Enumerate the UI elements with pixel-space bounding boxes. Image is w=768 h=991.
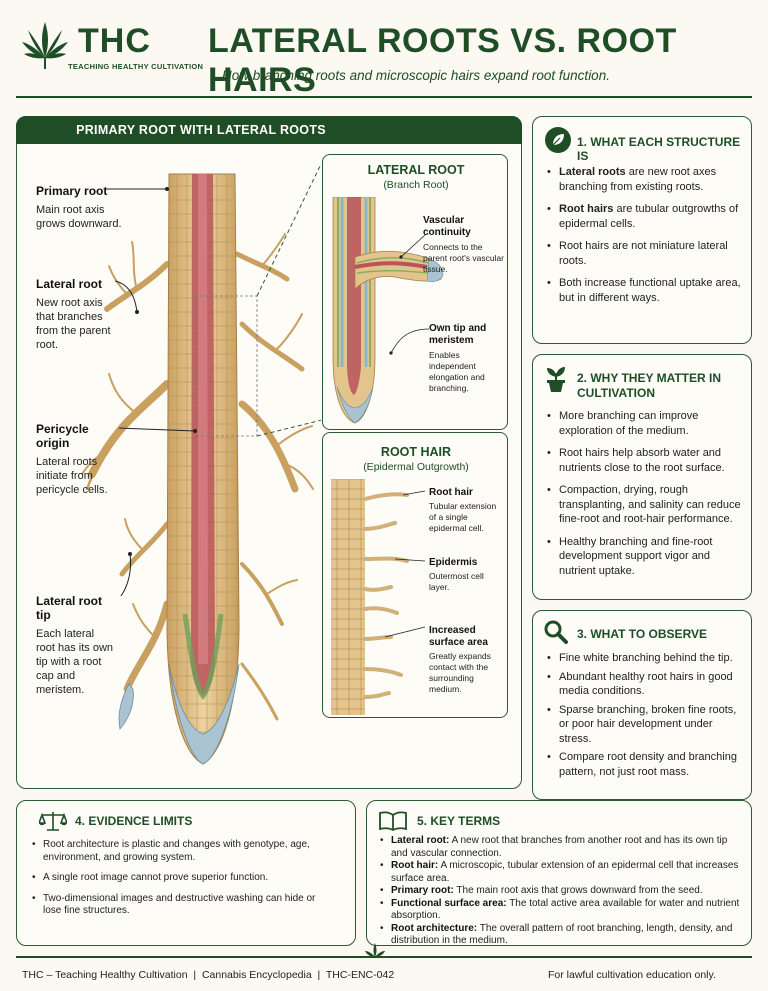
- list-item: Compaction, drying, rough transplanting,…: [545, 483, 745, 527]
- label-title: Primary root: [36, 184, 108, 198]
- list-item: Two-dimensional images and destructive w…: [31, 893, 331, 918]
- list-item: Abundant healthy root hairs in good medi…: [545, 670, 745, 699]
- label-epidermis: Epidermis Outermost cell layer.: [429, 557, 505, 593]
- card-list: More branching can improve exploration o…: [545, 409, 745, 586]
- label-desc: Lateral roots initiate from pericycle ce…: [36, 456, 108, 496]
- list-item: Both increase functional uptake area, bu…: [545, 276, 741, 305]
- card-title: 2. WHY THEY MATTER IN CULTIVATION: [577, 371, 722, 400]
- list-item: Primary root: The main root axis that gr…: [379, 885, 741, 898]
- list-item: Sparse branching, broken fine roots, or …: [545, 703, 745, 747]
- label-increased-surface-area: Increased surface area Greatly expands c…: [429, 625, 505, 695]
- footer-divider: [16, 956, 752, 958]
- label-vascular-continuity: Vascular continuity Connects to the pare…: [423, 215, 505, 275]
- root-hair-inset: ROOT HAIR (Epidermal Outgrowth) Root hai…: [322, 432, 508, 718]
- page-subtitle: How branching roots and microscopic hair…: [222, 68, 610, 83]
- key-terms-panel: 5. KEY TERMS Lateral root: A new root th…: [366, 800, 752, 946]
- label-title: Lateral root tip: [36, 594, 103, 622]
- list-item: Healthy branching and fine-root developm…: [545, 535, 745, 579]
- label-root-hair: Root hair Tubular extension of a single …: [429, 487, 505, 534]
- root-hair-detail-illustration: [331, 479, 426, 715]
- label-desc: Enables independent elongation and branc…: [429, 350, 485, 393]
- card-why-they-matter: 2. WHY THEY MATTER IN CULTIVATION More b…: [532, 354, 752, 600]
- list-item: Root hairs are not miniature lateral roo…: [545, 239, 741, 268]
- page-title: LATERAL ROOTS VS. ROOT HAIRS: [208, 22, 677, 99]
- label-desc: New root axis that branches from the par…: [36, 297, 111, 351]
- label-title: Root hair: [429, 487, 473, 498]
- root-diagram-panel-title: PRIMARY ROOT WITH LATERAL ROOTS: [76, 123, 326, 137]
- card-what-to-observe: 3. WHAT TO OBSERVE Fine white branching …: [532, 610, 752, 800]
- footer-leaf-icon: [365, 943, 385, 957]
- cannabis-leaf-logo-icon: [22, 22, 68, 69]
- list-item: Root hair: A microscopic, tubular extens…: [379, 860, 741, 885]
- card-title: 1. WHAT EACH STRUCTURE IS: [577, 135, 741, 163]
- card-title: 3. WHAT TO OBSERVE: [577, 627, 708, 641]
- header-divider: [16, 96, 752, 98]
- card-what-each-structure-is: 1. WHAT EACH STRUCTURE IS Lateral roots …: [532, 116, 752, 344]
- label-lateral-root-tip: Lateral root tip Each lateral root has i…: [36, 594, 114, 697]
- label-desc: Each lateral root has its own tip with a…: [36, 628, 114, 696]
- label-desc: Tubular extension of a single epidermal …: [429, 501, 497, 533]
- leaf-icon: [545, 127, 571, 153]
- lateral-root-detail-illustration: [332, 197, 444, 424]
- open-book-icon: [379, 811, 407, 831]
- list-item: Root architecture is plastic and changes…: [31, 839, 331, 864]
- list-item: Functional surface area: The total activ…: [379, 898, 741, 923]
- list-item: Root hairs are tubular outgrowths of epi…: [545, 202, 741, 231]
- label-title: Increased surface area: [429, 625, 488, 648]
- evidence-limits-panel: 4. EVIDENCE LIMITS Root architecture is …: [16, 800, 356, 946]
- brand-tagline: TEACHING HEALTHY CULTIVATION: [68, 62, 204, 71]
- root-diagram-panel-header: PRIMARY ROOT WITH LATERAL ROOTS: [16, 116, 522, 144]
- label-lateral-root: Lateral root New root axis that branches…: [36, 277, 116, 352]
- label-pericycle-origin: Pericycle origin Lateral roots initiate …: [36, 422, 120, 497]
- key-terms-list: Lateral root: A new root that branches f…: [379, 835, 741, 948]
- inset-subtitle: (Branch Root): [383, 179, 449, 191]
- inset-subtitle: (Epidermal Outgrowth): [363, 461, 469, 473]
- magnifier-icon: [544, 620, 568, 644]
- lateral-root-inset: LATERAL ROOT (Branch Root) Vascular cont…: [322, 154, 508, 430]
- list-item: Root architecture: The overall pattern o…: [379, 923, 741, 948]
- list-item: Root hairs help absorb water and nutrien…: [545, 446, 745, 475]
- label-title: Epidermis: [429, 557, 478, 568]
- list-item: Compare root density and branching patte…: [545, 750, 745, 779]
- potted-plant-icon: [547, 367, 565, 392]
- primary-root-illustration: [81, 162, 321, 765]
- label-desc: Greatly expands contact with the surroun…: [429, 651, 491, 694]
- card-title: 5. KEY TERMS: [417, 814, 501, 828]
- footer-credits: THC – Teaching Healthy Cultivation | Can…: [22, 969, 395, 981]
- label-desc: Outermost cell layer.: [429, 571, 484, 592]
- footer-disclaimer: For lawful cultivation education only.: [548, 969, 716, 981]
- brand-name: THC: [78, 22, 151, 60]
- inset-title: LATERAL ROOT: [367, 163, 465, 177]
- list-item: Lateral root: A new root that branches f…: [379, 835, 741, 860]
- label-title: Pericycle origin: [36, 422, 89, 450]
- card-list: Lateral roots are new root axes branchin…: [545, 165, 741, 313]
- card-list: Fine white branching behind the tip. Abu…: [545, 651, 745, 783]
- label-primary-root: Primary root Main root axis grows downwa…: [36, 184, 126, 231]
- list-item: Lateral roots are new root axes branchin…: [545, 165, 741, 194]
- label-title: Own tip and meristem: [429, 323, 487, 346]
- list-item: Fine white branching behind the tip.: [545, 651, 745, 666]
- list-item: A single root image cannot prove superio…: [31, 872, 331, 885]
- label-title: Lateral root: [36, 277, 103, 291]
- label-own-tip-meristem: Own tip and meristem Enables independent…: [429, 323, 505, 394]
- card-title: 4. EVIDENCE LIMITS: [75, 814, 193, 828]
- label-title: Vascular continuity: [423, 215, 471, 238]
- inset-title: ROOT HAIR: [380, 445, 452, 459]
- evidence-list: Root architecture is plastic and changes…: [31, 839, 331, 918]
- balance-scale-icon: [39, 812, 67, 831]
- list-item: More branching can improve exploration o…: [545, 409, 745, 438]
- label-desc: Main root axis grows downward.: [36, 204, 122, 230]
- label-desc: Connects to the parent root's vascular t…: [423, 242, 504, 274]
